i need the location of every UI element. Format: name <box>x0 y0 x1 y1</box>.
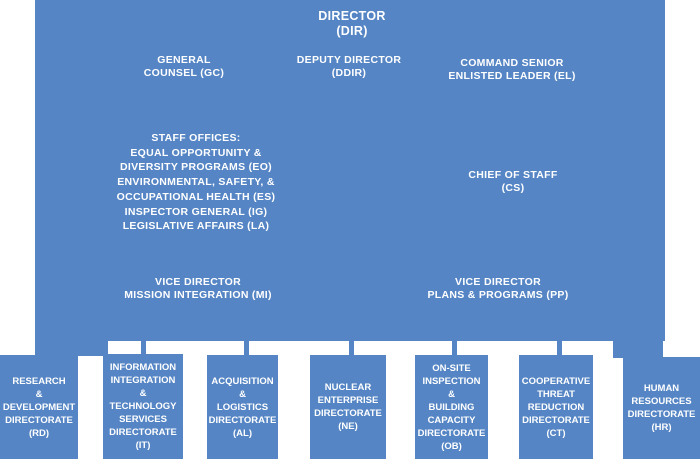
directorate-box-hr: HUMAN RESOURCES DIRECTORATE (HR) <box>623 357 700 459</box>
directorate-label-hr: HUMAN RESOURCES DIRECTORATE (HR) <box>627 383 696 433</box>
general-counsel-label: GENERAL COUNSEL (GC) <box>143 54 225 79</box>
directorate-label-ne: NUCLEAR ENTERPRISE DIRECTORATE (NE) <box>314 382 382 432</box>
connector-ob <box>452 340 457 356</box>
connector-ne <box>349 340 354 356</box>
staff-offices-label: STAFF OFFICES: EQUAL OPPORTUNITY & DIVER… <box>116 132 276 233</box>
command-senior-enlisted-leader-label: COMMAND SENIOR ENLISTED LEADER (EL) <box>448 57 576 82</box>
directorate-box-it: INFORMATION INTEGRATION & TECHNOLOGY SER… <box>103 354 183 459</box>
connector-it <box>141 340 146 356</box>
chief-of-staff-label: CHIEF OF STAFF (CS) <box>468 169 558 194</box>
directorate-label-it: INFORMATION INTEGRATION & TECHNOLOGY SER… <box>109 362 177 451</box>
directorate-label-ct: COOPERATIVE THREAT REDUCTION DIRECTORATE… <box>521 375 591 439</box>
directorate-box-ob: ON-SITE INSPECTION & BUILDING CAPACITY D… <box>415 355 488 459</box>
director-label: DIRECTOR (DIR) <box>318 9 386 38</box>
directorate-label-ob: ON-SITE INSPECTION & BUILDING CAPACITY D… <box>417 362 486 452</box>
connector-step-rd <box>35 340 108 356</box>
connector-step-hr <box>613 340 663 358</box>
directorate-label-rd: RESEARCH & DEVELOPMENT DIRECTORATE (RD) <box>2 375 76 439</box>
connector-al <box>244 340 249 356</box>
directorate-box-ne: NUCLEAR ENTERPRISE DIRECTORATE (NE) <box>310 355 386 459</box>
vice-director-mission-integration-label: VICE DIRECTOR MISSION INTEGRATION (MI) <box>124 276 272 301</box>
directorate-label-al: ACQUISITION & LOGISTICS DIRECTORATE (AL) <box>208 375 277 439</box>
deputy-director-label: DEPUTY DIRECTOR (DDIR) <box>296 54 402 79</box>
directorate-box-al: ACQUISITION & LOGISTICS DIRECTORATE (AL) <box>207 355 278 459</box>
connector-ct <box>557 340 562 356</box>
main-leadership-box <box>35 0 665 341</box>
vice-director-plans-programs-label: VICE DIRECTOR PLANS & PROGRAMS (PP) <box>427 276 569 301</box>
directorate-box-rd: RESEARCH & DEVELOPMENT DIRECTORATE (RD) <box>0 355 78 459</box>
directorate-box-ct: COOPERATIVE THREAT REDUCTION DIRECTORATE… <box>519 355 593 459</box>
